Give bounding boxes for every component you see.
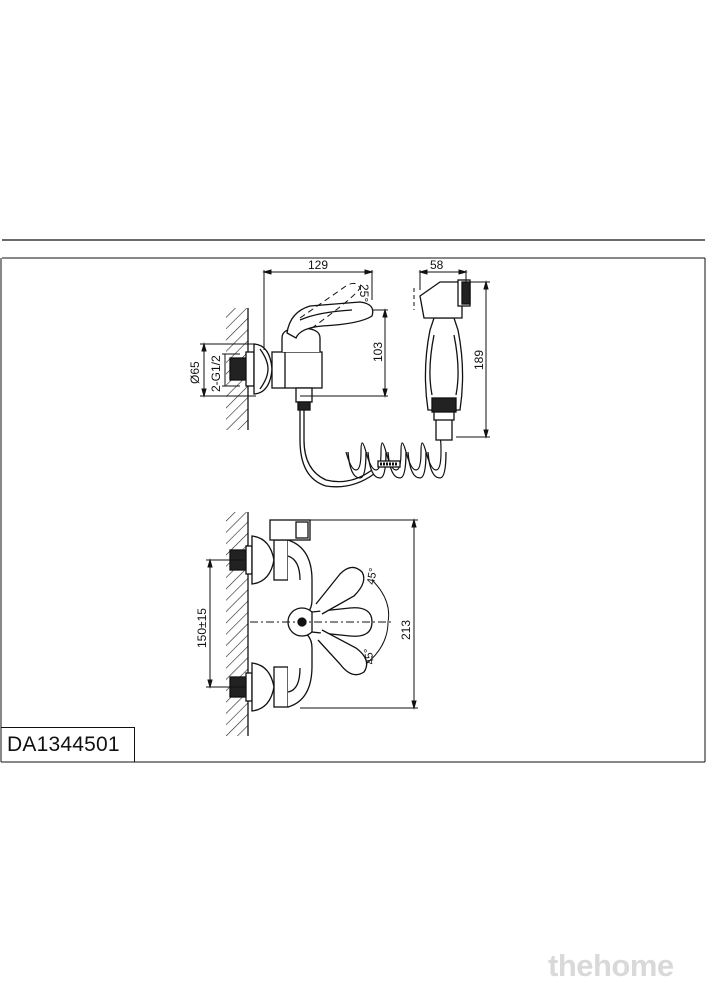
brand-watermark: thehome [548,948,674,983]
side-dimensions [200,269,490,439]
dim-lever-angle: 25° [357,284,371,302]
flange-side [253,343,273,395]
front-dimensions [206,518,418,710]
dim-thread: 2-G1/2 [209,355,223,392]
dim-flange-diameter: Ø65 [188,361,202,384]
dim-total-height: 213 [399,620,413,640]
product-code: DA1344501 [7,733,120,756]
side-view [226,279,471,488]
drawing-frame [0,239,706,763]
dim-centers: 150±15 [195,608,209,648]
dim-width-side: 129 [308,258,328,272]
dim-spout-height: 103 [371,342,385,362]
hand-shower [413,279,471,441]
lever-side [286,301,374,339]
hose-coil [345,439,447,479]
wall-connector-top [229,357,247,381]
dim-shower-length: 189 [472,350,486,370]
mixer-body-side [271,351,323,389]
front-view [226,512,392,736]
wall-hatch-bottom [226,512,248,736]
product-code-box: DA1344501 [1,727,135,762]
dim-angle-upper: 45° [365,567,380,585]
hose [303,410,373,483]
dim-angle-lower: 45° [362,647,377,665]
dim-head-width: 58 [430,258,444,272]
